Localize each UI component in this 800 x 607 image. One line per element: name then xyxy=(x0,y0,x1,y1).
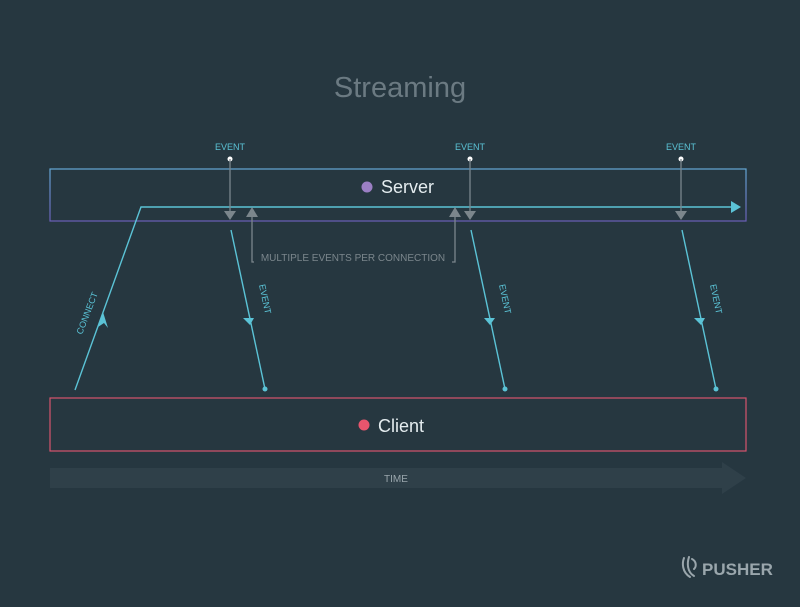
event-arrowhead-icon xyxy=(694,318,705,325)
event-down-arrow-icon xyxy=(675,211,687,220)
event-group: EVENT EVENT xyxy=(215,142,273,392)
diagram-title: Streaming xyxy=(334,72,466,104)
event-top-label: EVENT xyxy=(666,142,697,152)
server-label: Server xyxy=(381,177,434,197)
connect-label: CONNECT xyxy=(75,290,100,336)
event-group: EVENT EVENT xyxy=(666,142,724,392)
time-label: TIME xyxy=(384,474,408,485)
server-box: Server xyxy=(49,168,747,222)
client-box: Client xyxy=(49,397,747,452)
event-top-label: EVENT xyxy=(215,142,246,152)
event-arrowhead-icon xyxy=(243,318,254,325)
event-down-arrow-icon xyxy=(464,211,476,220)
pusher-brand: PUSHER xyxy=(681,556,773,579)
event-end-dot-icon xyxy=(713,386,719,392)
time-bar: TIME xyxy=(50,462,746,494)
bracket-up-arrow-icon xyxy=(246,207,258,217)
bracket-up-arrow-icon xyxy=(449,207,461,217)
multiple-events-label: MULTIPLE EVENTS PER CONNECTION xyxy=(261,253,445,264)
multiple-events-bracket: MULTIPLE EVENTS PER CONNECTION xyxy=(246,207,461,264)
connect-arrowhead-icon xyxy=(98,312,108,328)
connect-line: CONNECT xyxy=(74,201,741,391)
event-group: EVENT EVENT xyxy=(455,142,513,392)
client-label: Client xyxy=(378,416,424,436)
event-top-label: EVENT xyxy=(455,142,486,152)
event-end-dot-icon xyxy=(502,386,508,392)
server-dot-icon xyxy=(361,181,373,193)
stream-arrowhead-icon xyxy=(731,201,741,213)
client-dot-icon xyxy=(358,419,370,431)
event-end-dot-icon xyxy=(262,386,268,392)
event-down-arrow-icon xyxy=(224,211,236,220)
event-arrowhead-icon xyxy=(484,318,495,325)
pusher-logo-icon xyxy=(681,556,697,578)
event-diagonal-label: EVENT xyxy=(497,283,513,315)
event-diagonal-label: EVENT xyxy=(708,283,724,315)
event-diagonal-label: EVENT xyxy=(257,283,273,315)
brand-name: PUSHER xyxy=(702,560,773,579)
